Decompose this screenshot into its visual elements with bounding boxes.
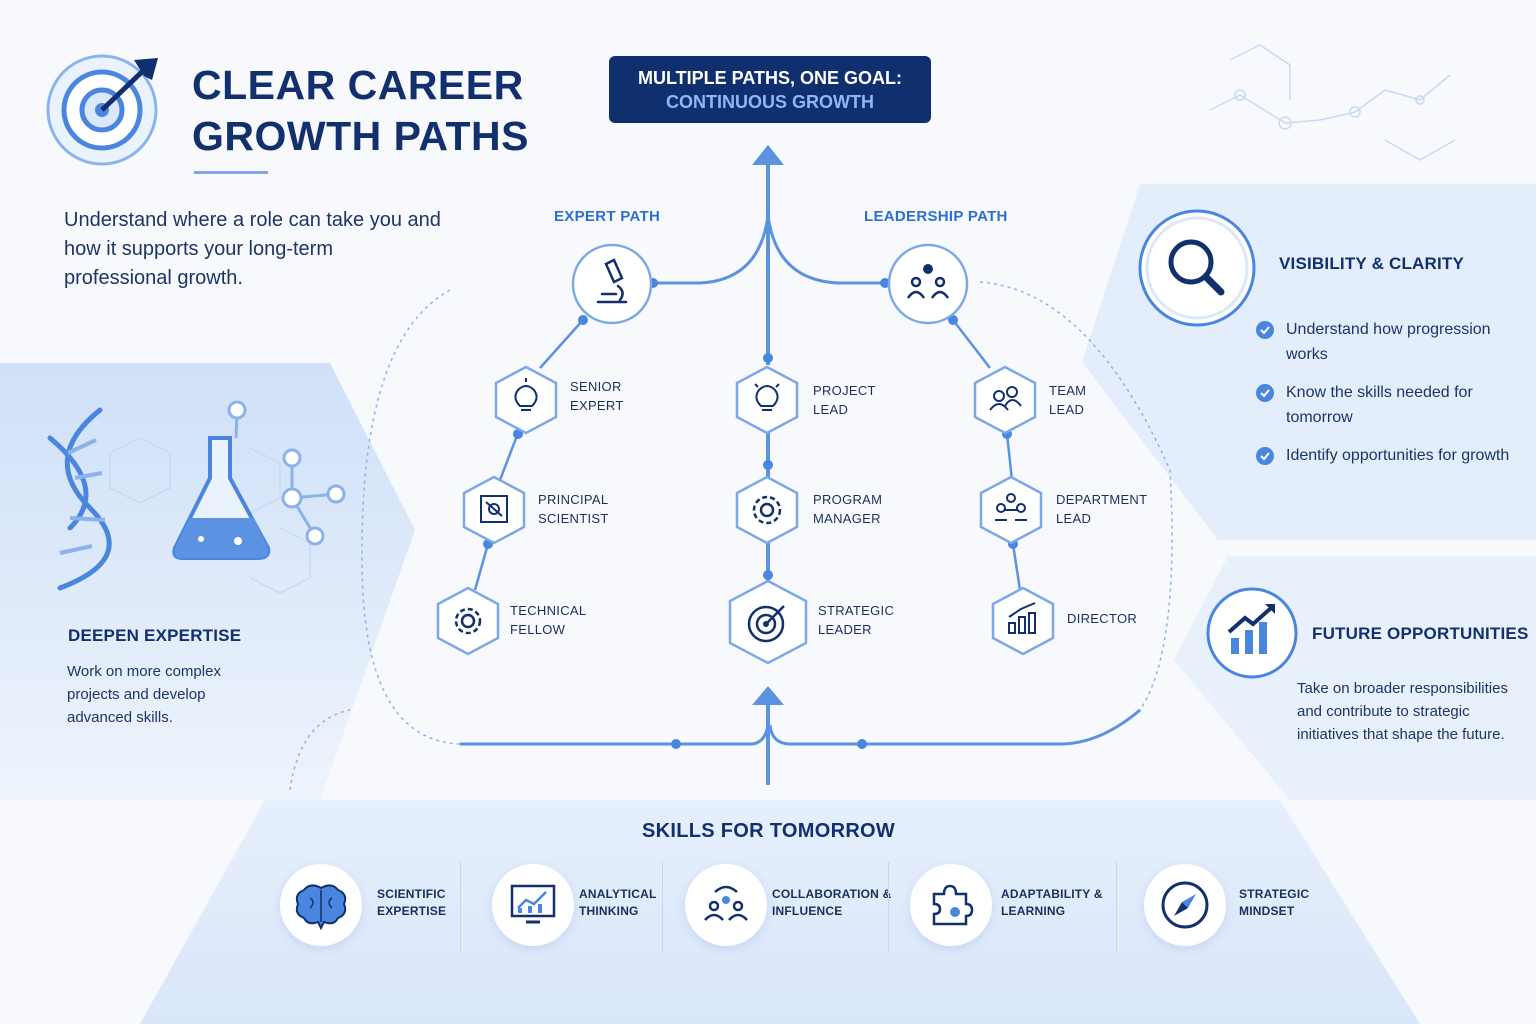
skill-collaboration-influence: COLLABORATION &INFLUENCE: [772, 887, 892, 918]
intro-text: Understand where a role can take you and…: [64, 209, 441, 289]
hex-node-department-lead: [979, 475, 1043, 545]
visibility-list: Understand how progression works Know th…: [1256, 318, 1516, 469]
collaboration-icon: [685, 864, 767, 946]
deepen-expertise-title: DEEPEN EXPERTISE: [68, 626, 242, 645]
puzzle-icon: [910, 864, 992, 946]
hex-node-technical-fellow: [436, 586, 500, 656]
checkmark-icon: [1256, 384, 1274, 402]
skills-panel-shape: [140, 800, 1420, 1024]
hex-node-director: [991, 586, 1055, 656]
title-underline: [194, 171, 268, 174]
microscope-icon: [571, 243, 653, 325]
expert-path-label: EXPERT PATH: [554, 208, 661, 225]
future-title: FUTURE OPPORTUNITIES: [1312, 624, 1529, 643]
hex-node-program-manager: [735, 475, 799, 545]
checkmark-icon: [1256, 321, 1274, 339]
left-panel-shape: [0, 363, 415, 800]
visibility-item: Identify opportunities for growth: [1256, 444, 1516, 469]
leadership-path-label: LEADERSHIP PATH: [864, 208, 1008, 225]
step-director: DIRECTOR: [1067, 611, 1138, 626]
hex-node-team-lead: [973, 365, 1037, 435]
skill-divider: [460, 862, 461, 952]
people-icon: [887, 243, 969, 325]
checkmark-icon: [1256, 447, 1274, 465]
skill-adaptability-learning: ADAPTABILITY &LEARNING: [1001, 887, 1103, 918]
molecule-decoration: [1209, 44, 1456, 161]
skill-divider: [1116, 862, 1117, 952]
monitor-chart-icon: [492, 864, 574, 946]
magnifier-icon: [1138, 209, 1256, 327]
future-text: Take on broader responsibilities and con…: [1297, 680, 1508, 743]
visibility-item: Know the skills needed for tomorrow: [1256, 381, 1516, 430]
dna-flask-illustration: [47, 400, 346, 594]
growth-chart-icon: [1206, 587, 1298, 679]
hex-node-principal-scientist: [462, 475, 526, 545]
goal-line2: CONTINUOUS GROWTH: [666, 92, 874, 112]
skill-divider: [888, 862, 889, 952]
hex-node-strategic-leader: [728, 579, 808, 665]
skill-divider: [662, 862, 663, 952]
goal-line1: MULTIPLE PATHS, ONE GOAL:: [638, 68, 902, 88]
target-logo-icon: [46, 54, 158, 166]
deepen-expertise-text: Work on more complex projects and develo…: [67, 663, 221, 726]
visibility-title: VISIBILITY & CLARITY: [1279, 254, 1465, 273]
visibility-item: Understand how progression works: [1256, 318, 1516, 367]
compass-icon: [1144, 864, 1226, 946]
hex-node-project-lead: [735, 365, 799, 435]
skills-title: SKILLS FOR TOMORROW: [642, 820, 896, 842]
goal-banner: MULTIPLE PATHS, ONE GOAL: CONTINUOUS GRO…: [609, 56, 931, 123]
brain-icon: [280, 864, 362, 946]
hex-node-senior-expert: [494, 365, 558, 435]
page-title: CLEAR CAREER GROWTH PATHS: [192, 62, 530, 159]
